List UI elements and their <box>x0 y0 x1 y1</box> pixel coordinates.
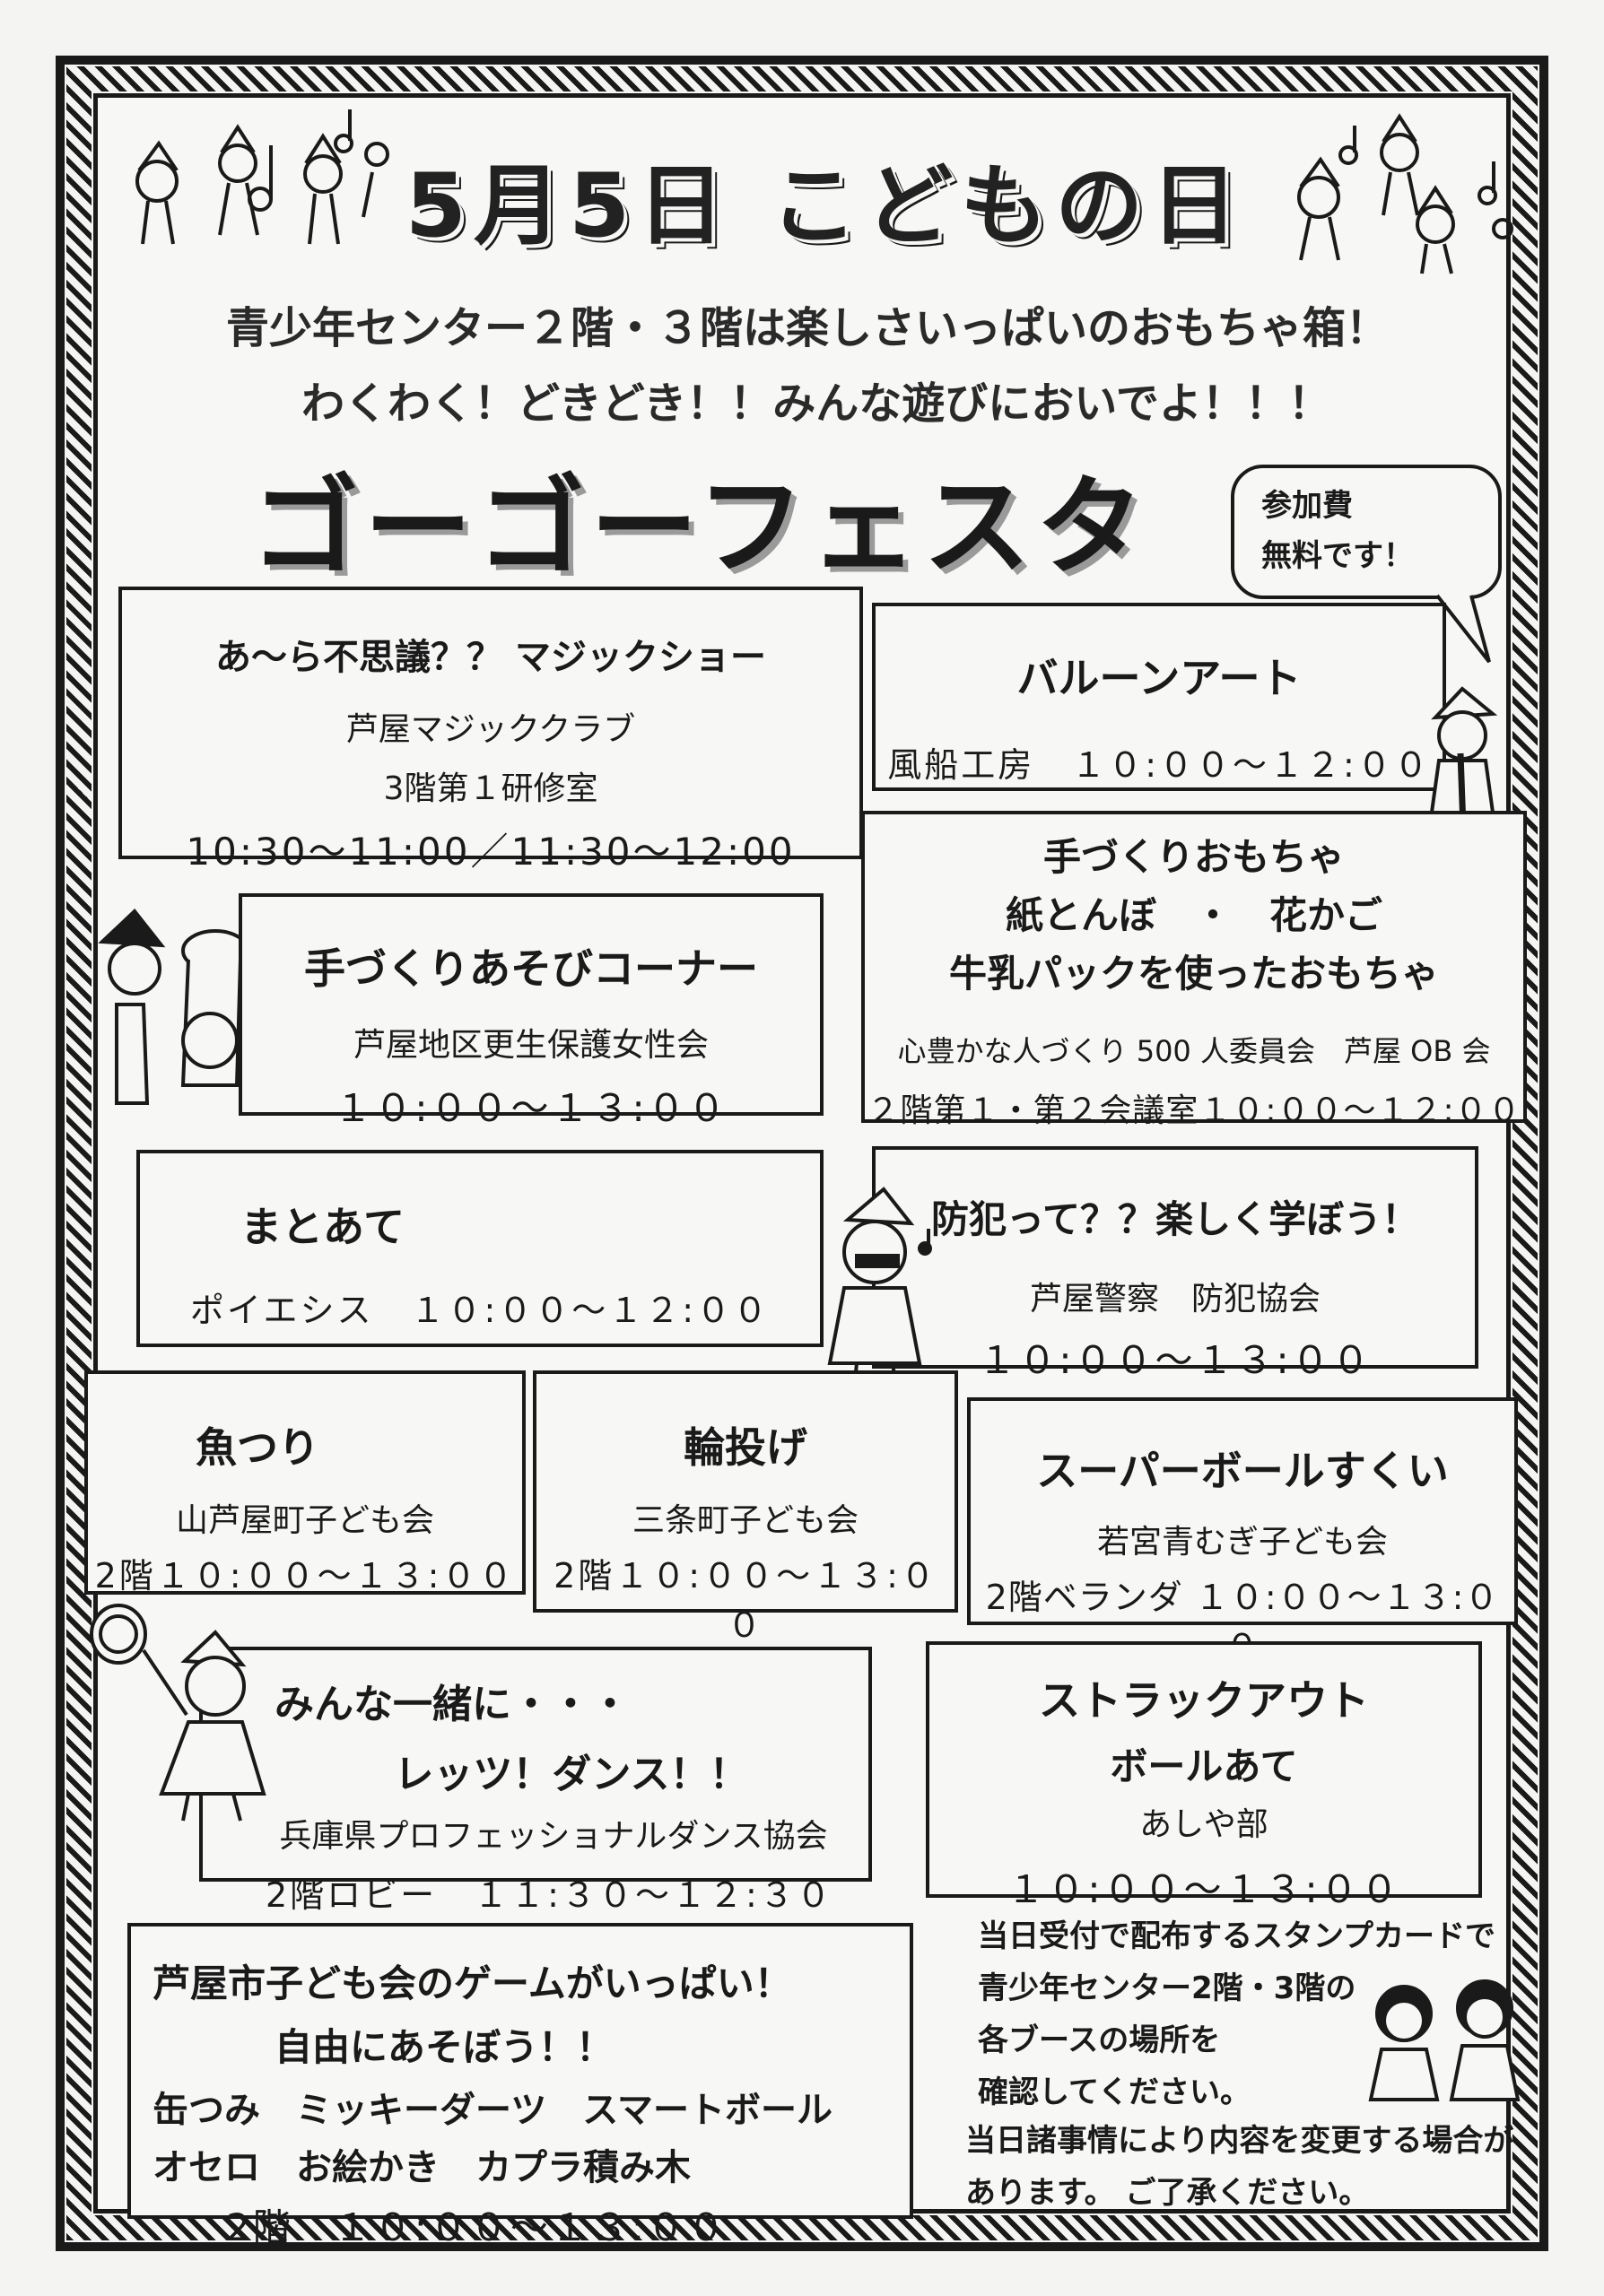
booth-org: あしや部 <box>1139 1806 1268 1843</box>
booth-title-2: 自由にあそぼう！！ <box>275 2025 615 2069</box>
booth-title: スーパーボールすくい <box>1036 1447 1449 1495</box>
two-children-illustration <box>1368 1979 1521 2101</box>
notice-change-block: 当日諸事情により内容を変更する場合が あります。 ご了承ください。 <box>965 2115 1521 2219</box>
booth-magic-show: あ～ら不思議？？ マジックショー 芦屋マジッククラブ 3階第１研修室 10:30… <box>118 587 863 874</box>
notice-block: 当日受付で配布するスタンプカードで 青少年センター2階・3階の 各ブースの場所を… <box>978 1910 1516 2118</box>
bubble-tail <box>1435 594 1491 664</box>
booth-time: 10:30～11:00／11:30～12:00 <box>186 830 796 874</box>
booth-title-2: レッツ！ダンス！！ <box>394 1752 749 1797</box>
booth-title: 輪投げ <box>684 1423 807 1472</box>
notice-line-1: 当日受付で配布するスタンプカードで <box>978 1918 1495 1954</box>
fee-label: 参加費 <box>1261 488 1353 524</box>
booth-org: 三条町子ども会 <box>632 1502 859 1539</box>
booth-title: バルーンアート <box>1016 654 1302 702</box>
booth-org: 芦屋地区更生保護女性会 <box>353 1027 709 1064</box>
booth-title-2: 紙とんぼ ・ 花かご <box>1005 893 1382 937</box>
booth-org-time: ポイエシス １０:００～１２:００ <box>189 1291 771 1330</box>
booth-struck-out: ストラックアウト ボールあて あしや部 １０:００～１３:００ <box>926 1641 1482 1911</box>
festa-title: ゴーゴーフェスタ <box>251 465 1149 590</box>
booth-title-1: ストラックアウト <box>1039 1676 1369 1725</box>
outer-border <box>56 56 1548 2251</box>
booth-crime-prevention: 防犯って？？楽しく学ぼう！ 芦屋警察 防犯協会 １０:００～１３:００ <box>872 1146 1478 1382</box>
booth-time: 2階１０:００～１３:００ <box>94 1556 516 1596</box>
notice-line-2: 青少年センター2階・3階の <box>978 1970 1356 2006</box>
booth-title-1: 芦屋市子ども会のゲームがいっぱい！ <box>153 1961 792 2005</box>
booth-time: 2階 １０:００～１３:００ <box>226 2205 728 2249</box>
booth-ring-toss: 輪投げ 三条町子ども会 2階１０:００～１３:００ <box>533 1370 958 1645</box>
child-tambourine-illustration <box>90 1604 266 1822</box>
booth-balloon-art: バルーンアート 風船工房 １０:００～１２:００ <box>872 603 1446 791</box>
booth-games: 芦屋市子ども会のゲームがいっぱい！ 自由にあそぼう！！ 缶つみ ミッキーダーツ … <box>127 1923 913 2249</box>
booth-dance: みんな一緒に・・・ レッツ！ダンス！！ 兵庫県プロフェッショナルダンス協会 2階… <box>199 1647 872 1915</box>
booth-org-time: 風船工房 １０:００～１２:００ <box>887 745 1431 785</box>
booth-title-1: みんな一緒に・・・ <box>275 1682 630 1727</box>
lead-line-2: わくわく！どきどき！！みんな遊びにおいでよ！！！ <box>301 378 1331 429</box>
booth-org: 若宮青むぎ子ども会 <box>1096 1524 1388 1561</box>
booth-fishing: 魚つり 山芦屋町子ども会 2階１０:００～１３:００ <box>84 1370 526 1596</box>
notice-line-4: 確認してください。 <box>978 2074 1251 2110</box>
booth-title: あ～ら不思議？？ マジックショー <box>215 637 766 678</box>
children-music-illustration-left <box>135 109 389 245</box>
notice-line-6: あります。 ご了承ください。 <box>965 2175 1370 2211</box>
booth-title: 手づくりあそびコーナー <box>304 944 758 993</box>
booth-items-2: オセロ お絵かき カプラ積み木 <box>153 2147 691 2188</box>
booth-org: 心豊かな人づくり 500 人委員会 芦屋 OB 会 <box>897 1034 1491 1068</box>
booth-time: １０:００～１３:００ <box>1007 1867 1401 1911</box>
booth-superball: スーパーボールすくい 若宮青むぎ子ども会 2階ベランダ １０:００～１３:００ <box>967 1397 1518 1666</box>
booth-play-corner: 手づくりあそびコーナー 芦屋地区更生保護女性会 １０:００～１３:００ <box>239 893 824 1130</box>
booth-org: 兵庫県プロフェッショナルダンス協会 <box>279 1818 828 1855</box>
booth-time: 2階１０:００～１３:００ <box>554 1556 937 1645</box>
lead-line-1: 青少年センター２階・３階は楽しさいっぱいのおもちゃ箱！ <box>225 303 1389 353</box>
booth-time: １０:００～１３:００ <box>978 1338 1373 1382</box>
booth-title-2: ボールあて <box>1110 1744 1298 1788</box>
booth-org: 山芦屋町子ども会 <box>175 1502 434 1539</box>
booth-org: 芦屋マジッククラブ <box>345 711 636 748</box>
booth-org: 芦屋警察 防犯協会 <box>1029 1281 1321 1318</box>
fee-speech-bubble: 参加費 無料です！ <box>1231 465 1502 599</box>
booth-title: 魚つり <box>196 1423 319 1472</box>
booth-place: 3階第１研修室 <box>383 770 598 807</box>
booth-time: 2階ロビー １１:３０～１２:３０ <box>266 1875 833 1915</box>
child-harmonica-illustration <box>827 1187 932 1400</box>
booth-title: まとあて <box>240 1203 405 1251</box>
booth-title: 防犯って？？楽しく学ぼう！ <box>931 1197 1419 1241</box>
booth-items-1: 缶つみ ミッキーダーツ スマートボール <box>153 2090 833 2131</box>
notice-line-5: 当日諸事情により内容を変更する場合が <box>965 2123 1514 2159</box>
page-title: 5月5日 こどもの日 <box>405 155 1246 257</box>
booth-place-time: ２階第１・第２会議室１０:００～１２:００ <box>867 1092 1521 1129</box>
booth-title-3: 牛乳パックを使ったおもちゃ <box>948 952 1439 996</box>
booth-time: １０:００～１３:００ <box>334 1086 728 1130</box>
child-tuba-illustration <box>98 909 249 1105</box>
notice-line-3: 各ブースの場所を <box>978 2022 1221 2058</box>
booth-title-1: 手づくりおもちゃ <box>1042 835 1345 879</box>
booth-matoate: まとあて ポイエシス １０:００～１２:００ <box>136 1150 824 1347</box>
booth-handmade-toys: 手づくりおもちゃ 紙とんぼ ・ 花かご 牛乳パックを使ったおもちゃ 心豊かな人づ… <box>861 811 1527 1129</box>
children-music-illustration-right <box>1297 113 1513 274</box>
fee-free: 無料です！ <box>1261 538 1414 574</box>
booth-time: 2階ベランダ １０:００～１３:００ <box>985 1578 1500 1666</box>
